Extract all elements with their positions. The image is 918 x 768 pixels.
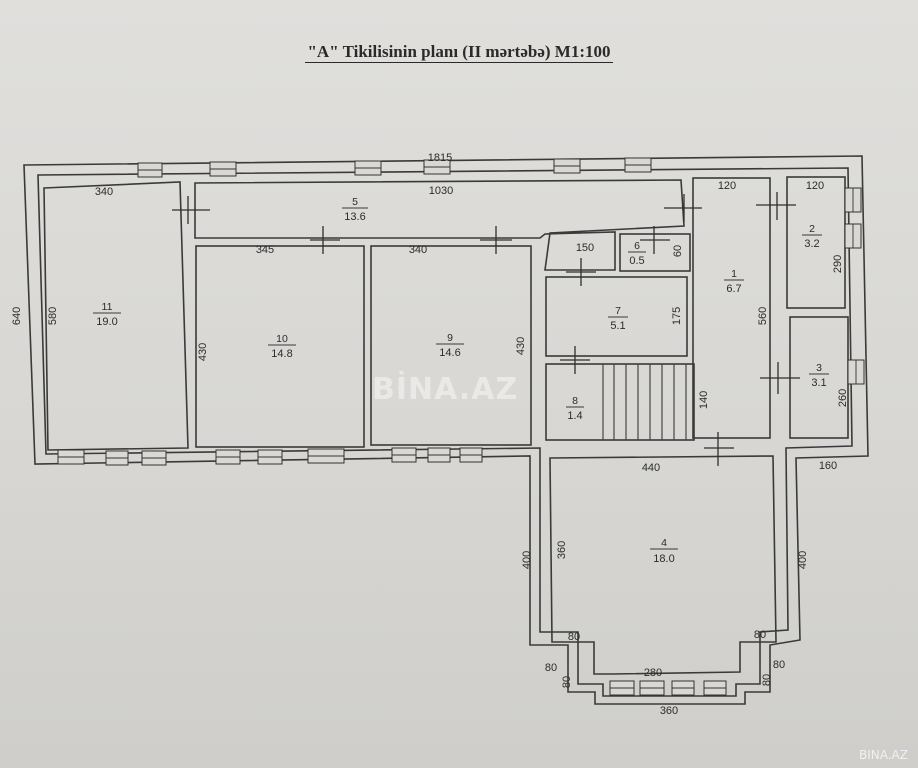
room-2-area: 3.2: [804, 238, 819, 250]
windows: [57, 157, 865, 696]
room-4-outline: [549, 455, 777, 675]
dim-bay-right-offset: 80: [754, 629, 766, 641]
dim-room4-depth: 360: [556, 541, 568, 559]
room-7-outline: [545, 276, 688, 357]
room-10-area: 14.8: [271, 348, 292, 360]
room-7-area: 5.1: [610, 320, 625, 332]
dim-room9-width: 340: [409, 244, 427, 256]
room-3-area: 3.1: [811, 377, 826, 389]
room-9-outline: [370, 245, 532, 446]
room-11-outline: [43, 181, 189, 451]
room-9-area: 14.6: [439, 347, 460, 359]
outer-wall: [23, 155, 869, 705]
dim-room9-depth: 430: [515, 337, 527, 355]
room-4-area: 18.0: [653, 553, 674, 565]
dim-room6-depth: 60: [672, 245, 684, 257]
dim-room1-depth: 560: [757, 307, 769, 325]
dim-room6-width: 150: [576, 242, 594, 254]
room-1-area: 6.7: [726, 283, 741, 295]
room-1-number: 1: [731, 268, 737, 280]
dim-room3-depth: 260: [837, 389, 849, 407]
dim-room2-depth: 290: [832, 255, 844, 273]
dim-room4-width: 440: [642, 462, 660, 474]
room-10-outline: [195, 245, 365, 448]
room-11-number: 11: [102, 301, 113, 313]
dim-bay-left-offset: 80: [568, 631, 580, 643]
dim-overall-depth: 640: [11, 307, 23, 325]
room-8-area: 1.4: [567, 410, 582, 422]
dim-room11-width: 340: [95, 186, 113, 198]
dim-room7-depth: 175: [671, 307, 683, 325]
room-labels: 1 6.7 2 3.2 3 3.1 4 18.0 5 13.6 6 0.5 7 …: [93, 196, 829, 565]
dim-bay-left-outer: 80: [545, 662, 557, 674]
room-8-number: 8: [572, 395, 578, 407]
dim-overall-length: 1815: [428, 152, 452, 164]
dim-room10-width: 345: [256, 244, 274, 256]
dim-stair-depth: 140: [698, 391, 710, 409]
watermark-corner: BINA.AZ: [859, 748, 908, 762]
room-1-outline: [692, 177, 771, 439]
dim-corridor-length: 1030: [429, 185, 453, 197]
room-5-outline: [194, 179, 685, 271]
room-5-number: 5: [352, 196, 358, 208]
outer-wall-inner: [37, 167, 853, 697]
room-9-number: 9: [447, 332, 453, 344]
room-6-area: 0.5: [629, 255, 644, 267]
room-8-outline: [545, 363, 695, 441]
dim-bay-left-side: 80: [561, 676, 573, 688]
dim-side-offset: 160: [819, 460, 837, 472]
dim-room10-depth: 430: [197, 343, 209, 361]
watermark: BİNA.AZ: [372, 372, 519, 407]
room-7-number: 7: [615, 305, 621, 317]
dim-bay-right-outer: 80: [773, 659, 785, 671]
plan-title: "A" Tikilisinin planı (II mərtəbə) M1:10…: [305, 42, 613, 63]
room-4-number: 4: [661, 537, 667, 549]
room-2-number: 2: [809, 223, 815, 235]
dimension-labels: 1815 1030 340 345 340 150 120 120 440 16…: [11, 152, 849, 717]
room-3-number: 3: [816, 362, 822, 374]
room-11-area: 19.0: [96, 316, 117, 328]
dim-bay-inner-width: 280: [644, 667, 662, 679]
room-10-number: 10: [276, 333, 288, 345]
dim-wing-left-depth: 400: [521, 551, 533, 569]
dim-room2-width: 120: [806, 180, 824, 192]
room-6-outline: [619, 233, 691, 272]
dim-bay-right-side: 80: [761, 674, 773, 686]
dim-wing-right-depth: 400: [797, 551, 809, 569]
room-5-area: 13.6: [344, 211, 365, 223]
room-6-number: 6: [634, 240, 640, 252]
dim-room11-depth: 580: [47, 307, 59, 325]
dim-bay-outer-width: 360: [660, 705, 678, 717]
door-marks: [172, 192, 800, 466]
dim-room1-width: 120: [718, 180, 736, 192]
